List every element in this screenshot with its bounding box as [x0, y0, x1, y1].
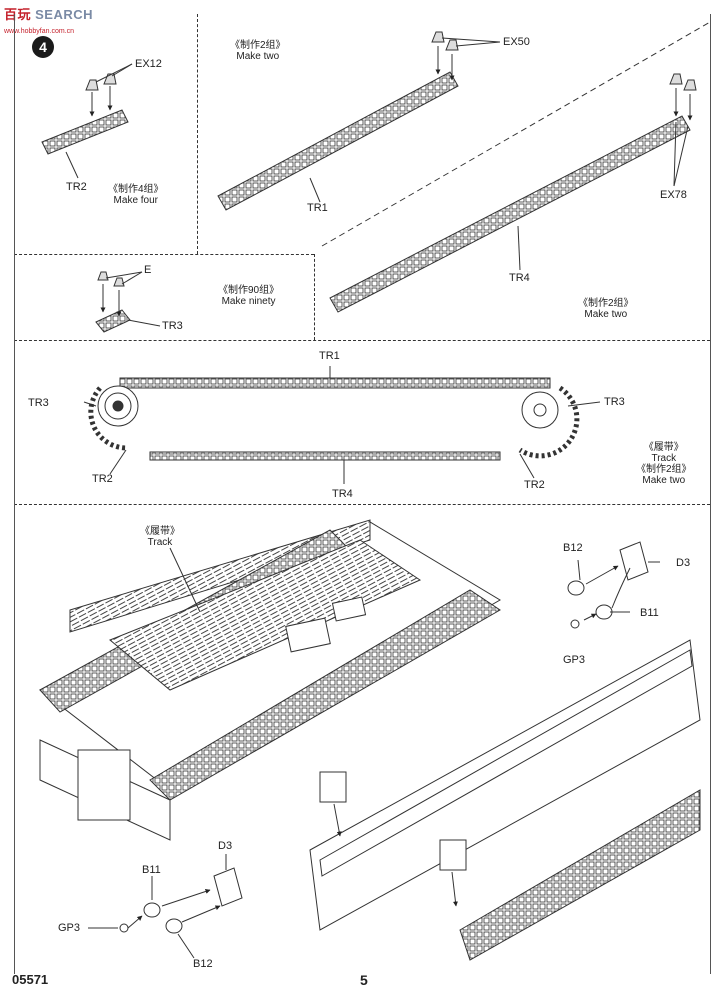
- watermark-logo: 百玩 SEARCH: [4, 7, 94, 22]
- step-number-badge: 4: [32, 36, 54, 58]
- hull-side-assembly: [309, 639, 701, 961]
- note-make-two-tr1-en: Make two: [236, 51, 280, 62]
- tr1-strip: [217, 31, 501, 211]
- note-make-two-tr4-en: Make two: [584, 309, 628, 320]
- label-b11-bottom: B11: [142, 864, 161, 876]
- note-make-two-loop-en: Make two: [642, 475, 686, 486]
- tr4-strip: [329, 73, 697, 313]
- label-gp3-top: GP3: [563, 654, 586, 666]
- note-assembly-track-cn: 《履带》: [140, 526, 180, 537]
- note-assembly-track: 《履带》 Track: [140, 526, 180, 548]
- label-d3-bottom: D3: [218, 840, 233, 852]
- page-number: 5: [360, 972, 368, 988]
- label-b11-top: B11: [640, 607, 659, 619]
- note-make-ninety-cn: 《制作90组》: [218, 285, 280, 296]
- divider-vertical-top: [197, 14, 198, 254]
- note-track-make-two: 《履带》 Track 《制作2组》 Make two: [636, 442, 692, 486]
- divider-horizontal-mid-left: [14, 254, 314, 255]
- divider-vertical-mid: [314, 254, 315, 340]
- page-border-right: [710, 14, 711, 974]
- part-callouts-top: [567, 541, 660, 629]
- note-make-four: 《制作4组》 Make four: [108, 184, 164, 206]
- note-track-cn: 《履带》: [643, 442, 684, 453]
- label-ex12: EX12: [135, 58, 162, 70]
- watermark-url: www.hobbyfan.com.cn: [4, 28, 75, 35]
- note-make-ninety: 《制作90组》 Make ninety: [218, 285, 279, 307]
- product-code: 05571: [12, 972, 49, 987]
- note-make-two-tr1: 《制作2组》 Make two: [230, 40, 286, 62]
- label-tr3-small: TR3: [162, 320, 183, 332]
- label-loop-tr3-right: TR3: [604, 396, 625, 408]
- track-loop: [83, 366, 601, 484]
- label-b12-top: B12: [563, 542, 583, 554]
- part-callouts-bottom: [88, 854, 243, 959]
- label-loop-tr3-left: TR3: [28, 397, 49, 409]
- note-make-four-en: Make four: [113, 195, 159, 206]
- label-loop-tr2-right: TR2: [524, 479, 545, 491]
- label-ex50: EX50: [503, 36, 530, 48]
- note-track-en: Track: [651, 453, 677, 464]
- note-make-four-cn: 《制作4组》: [108, 184, 164, 195]
- tr3-small-group: [95, 271, 161, 333]
- label-e: E: [144, 264, 152, 276]
- divider-horizontal-loop-bottom: [14, 504, 710, 505]
- tr2-small-strip: [41, 63, 133, 179]
- label-tr2-small: TR2: [66, 181, 87, 193]
- note-make-two-loop-cn: 《制作2组》: [636, 464, 692, 475]
- label-b12-bottom: B12: [193, 958, 213, 970]
- label-d3-top: D3: [676, 557, 691, 569]
- note-make-two-tr4: 《制作2组》 Make two: [578, 298, 634, 320]
- hull-assembly: [39, 519, 501, 841]
- divider-diagonal: [321, 21, 711, 247]
- note-make-ninety-en: Make ninety: [221, 296, 276, 307]
- label-loop-tr1: TR1: [319, 350, 340, 362]
- label-loop-tr2-left: TR2: [92, 473, 113, 485]
- note-make-two-tr1-cn: 《制作2组》: [230, 40, 286, 51]
- note-assembly-track-en: Track: [147, 537, 173, 548]
- page-border-left: [14, 14, 15, 974]
- label-tr1-strip: TR1: [307, 202, 328, 214]
- label-loop-tr4: TR4: [332, 488, 353, 500]
- note-make-two-tr4-cn: 《制作2组》: [578, 298, 634, 309]
- label-ex78: EX78: [660, 189, 687, 201]
- label-gp3-bottom: GP3: [58, 922, 81, 934]
- label-tr4-strip: TR4: [509, 272, 530, 284]
- divider-horizontal-loop-top: [14, 340, 710, 341]
